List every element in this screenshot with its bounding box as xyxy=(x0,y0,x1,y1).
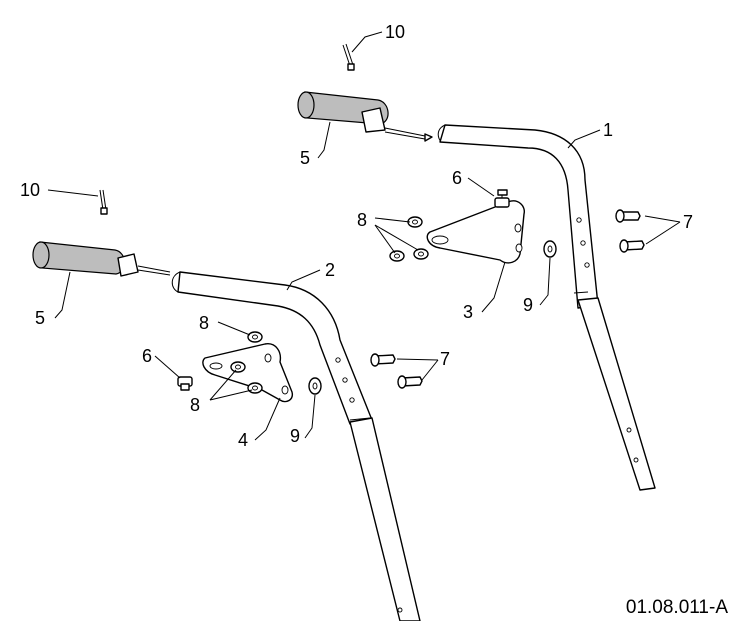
bracket-4 xyxy=(202,343,294,403)
callout-10-left: 10 xyxy=(20,180,40,200)
callout-8-left-bottom: 8 xyxy=(190,395,200,415)
washer-9-left xyxy=(308,377,322,395)
pin-10-left xyxy=(99,189,108,215)
bolt-6-right xyxy=(494,189,510,208)
callout-8-right: 8 xyxy=(357,210,367,230)
nuts-8-right xyxy=(389,216,429,262)
pin-10-right xyxy=(342,43,355,71)
callout-6-right: 6 xyxy=(452,168,462,188)
figure-reference-id: 01.08.011-A xyxy=(625,597,728,618)
upper-handle-left xyxy=(171,271,421,621)
callout-9-left: 9 xyxy=(290,426,300,446)
callout-9-right: 9 xyxy=(523,295,533,315)
callout-4: 4 xyxy=(238,430,248,450)
bolts-7-left xyxy=(370,353,423,389)
callout-8-left-top: 8 xyxy=(199,313,209,333)
callout-10-right: 10 xyxy=(385,22,405,42)
bolts-7-right xyxy=(615,209,645,253)
callout-3: 3 xyxy=(463,302,473,322)
callout-7-right: 7 xyxy=(683,212,693,232)
handle-grip-left xyxy=(32,241,171,277)
callout-5-left: 5 xyxy=(35,308,45,328)
bolt-6-left xyxy=(177,376,193,391)
washer-9-right xyxy=(543,240,557,258)
bracket-3 xyxy=(426,200,525,264)
upper-handle-right xyxy=(437,124,656,491)
callout-5-right: 5 xyxy=(300,148,310,168)
callout-2: 2 xyxy=(325,260,335,280)
callout-1: 1 xyxy=(603,120,613,140)
callout-6-left: 6 xyxy=(142,346,152,366)
handle-grip-right xyxy=(297,91,433,142)
callout-7-left: 7 xyxy=(440,349,450,369)
leader-lines xyxy=(47,31,681,441)
